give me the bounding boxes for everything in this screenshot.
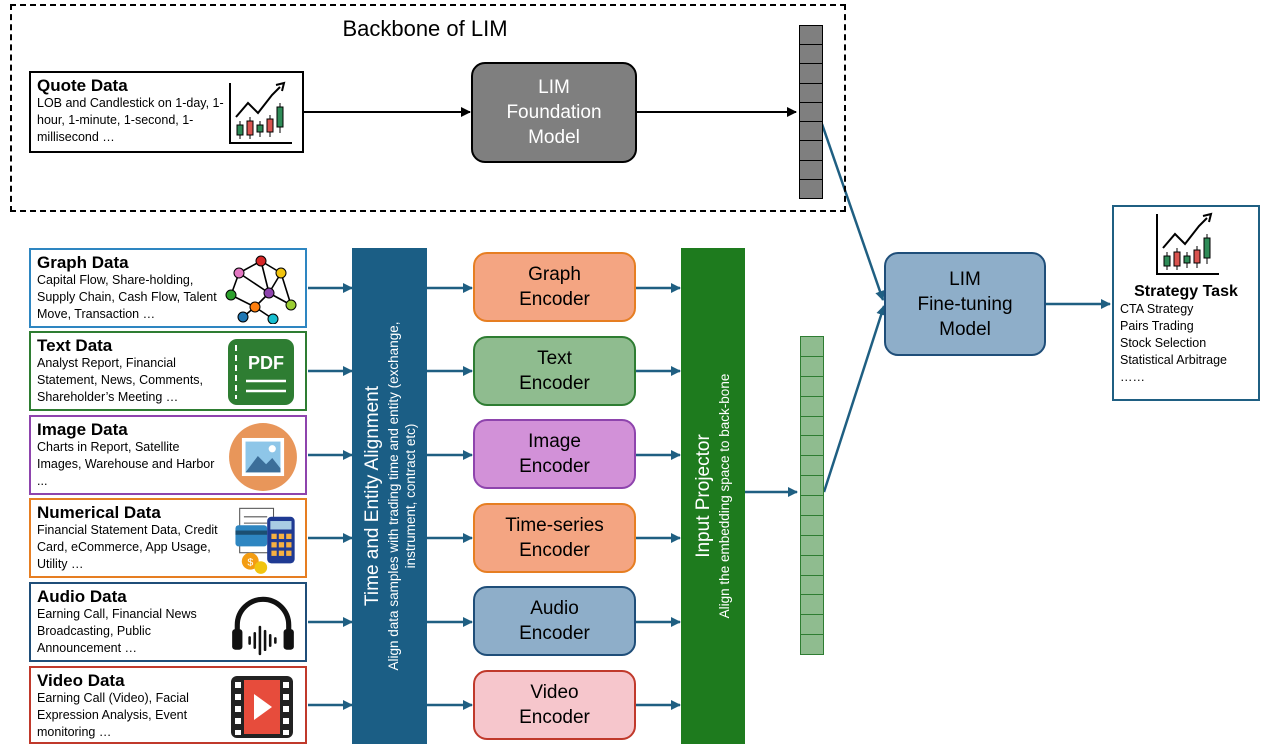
embedding-cell — [800, 554, 824, 576]
video-play-icon — [231, 676, 293, 738]
svg-text:$: $ — [247, 556, 253, 568]
embedding-cell — [800, 475, 824, 496]
video-data-title: Video Data — [37, 671, 125, 690]
embedding-cell — [800, 614, 824, 636]
embedding-cell — [799, 82, 823, 103]
timeseries-encoder: Time-series Encoder — [473, 503, 636, 573]
embedding-cell — [800, 355, 824, 377]
embedding-cell — [800, 514, 824, 536]
image-data-card: Image Data Charts in Report, Satellite I… — [29, 415, 307, 495]
svg-text:PDF: PDF — [248, 353, 284, 373]
audio-data-card: Audio Data Earning Call, Financial News … — [29, 582, 307, 662]
audio-data-title: Audio Data — [37, 587, 127, 606]
quote-data-desc: LOB and Candlestick on 1-day, 1-hour, 1-… — [37, 96, 224, 144]
text-data-card: Text Data Analyst Report, Financial Stat… — [29, 331, 307, 411]
lim-foundation-model: LIM Foundation Model — [471, 62, 637, 163]
embedding-cell — [800, 336, 824, 357]
projector-title: Input Projector — [693, 434, 714, 558]
video-data-desc: Earning Call (Video), Facial Expression … — [37, 691, 189, 739]
graph-data-title: Graph Data — [37, 253, 129, 272]
embedding-cell — [799, 25, 823, 46]
arrow-projected-embedding-to-finetune — [822, 305, 886, 493]
strategy-task-title: Strategy Task — [1134, 283, 1238, 300]
numerical-data-card: Numerical Data Financial Statement Data,… — [29, 498, 307, 578]
alignment-subtitle-line1: Align data samples with trading time and… — [385, 321, 401, 671]
video-data-card: Video Data Earning Call (Video), Facial … — [29, 666, 307, 744]
alignment-subtitle-line2: instrument, contract etc) — [402, 423, 418, 569]
candlestick-chart-icon — [229, 81, 292, 144]
embedding-cell — [800, 495, 824, 516]
backbone-region — [10, 4, 846, 212]
embedding-cell — [799, 140, 823, 161]
candlestick-chart-icon — [1156, 212, 1219, 275]
image-encoder: Image Encoder — [473, 419, 636, 489]
embedding-cell — [799, 63, 823, 84]
strategy-item: Statistical Arbitrage — [1120, 353, 1227, 367]
time-entity-alignment-bar: Time and Entity Alignment Align data sam… — [352, 248, 427, 744]
image-data-title: Image Data — [37, 420, 128, 439]
strategy-task-card: Strategy Task CTA Strategy Pairs Trading… — [1112, 205, 1260, 401]
embedding-cell — [800, 395, 824, 417]
embedding-cell — [799, 121, 823, 142]
embedding-cell — [799, 44, 823, 65]
embedding-cell — [800, 455, 824, 477]
strategy-item: CTA Strategy — [1120, 302, 1194, 316]
quote-data-title: Quote Data — [37, 76, 128, 95]
backbone-embedding-vector — [799, 25, 823, 199]
embedding-cell — [800, 375, 824, 397]
embedding-cell — [800, 435, 824, 457]
embedding-cell — [799, 178, 823, 199]
embedding-cell — [799, 159, 823, 180]
headphones-icon — [232, 596, 294, 656]
numerical-data-title: Numerical Data — [37, 503, 161, 522]
video-encoder: Video Encoder — [473, 670, 636, 740]
audio-encoder: Audio Encoder — [473, 586, 636, 656]
graph-data-desc: Capital Flow, Share-holding, Supply Chai… — [37, 273, 217, 321]
quote-data-card: Quote Data LOB and Candlestick on 1-day,… — [29, 71, 304, 153]
embedding-cell — [800, 594, 824, 616]
graph-encoder: Graph Encoder — [473, 252, 636, 322]
numerical-data-desc: Financial Statement Data, Credit Card, e… — [37, 523, 218, 571]
alignment-title: Time and Entity Alignment — [361, 385, 383, 607]
embedding-cell — [800, 574, 824, 596]
text-encoder: Text Encoder — [473, 336, 636, 406]
image-data-desc: Charts in Report, Satellite Images, Ware… — [37, 440, 215, 488]
arrow-backbone-embedding-to-finetune — [820, 123, 885, 301]
projected-embedding-vector — [800, 336, 824, 655]
embedding-cell — [800, 415, 824, 437]
image-icon — [229, 423, 297, 491]
text-data-title: Text Data — [37, 336, 113, 355]
strategy-list: CTA Strategy Pairs Trading Stock Selecti… — [1118, 301, 1254, 386]
strategy-item: …… — [1120, 370, 1145, 384]
input-projector-bar: Input Projector Align the embedding spac… — [681, 248, 745, 744]
backbone-title: Backbone of LIM — [342, 16, 508, 41]
embedding-cell — [800, 534, 824, 556]
projector-subtitle: Align the embedding space to back-bone — [717, 373, 732, 619]
finance-calculator-icon: $ — [235, 507, 295, 574]
strategy-item: Pairs Trading — [1120, 319, 1194, 333]
audio-data-desc: Earning Call, Financial News Broadcastin… — [37, 607, 197, 655]
pdf-icon: PDF — [228, 339, 294, 405]
graph-data-card: Graph Data Capital Flow, Share-holding, … — [29, 248, 307, 328]
lim-finetuning-model: LIM Fine-tuning Model — [884, 252, 1046, 356]
network-graph-icon — [225, 255, 297, 324]
text-data-desc: Analyst Report, Financial Statement, New… — [37, 356, 204, 404]
embedding-cell — [799, 101, 823, 123]
strategy-item: Stock Selection — [1120, 336, 1207, 350]
embedding-cell — [800, 634, 824, 655]
